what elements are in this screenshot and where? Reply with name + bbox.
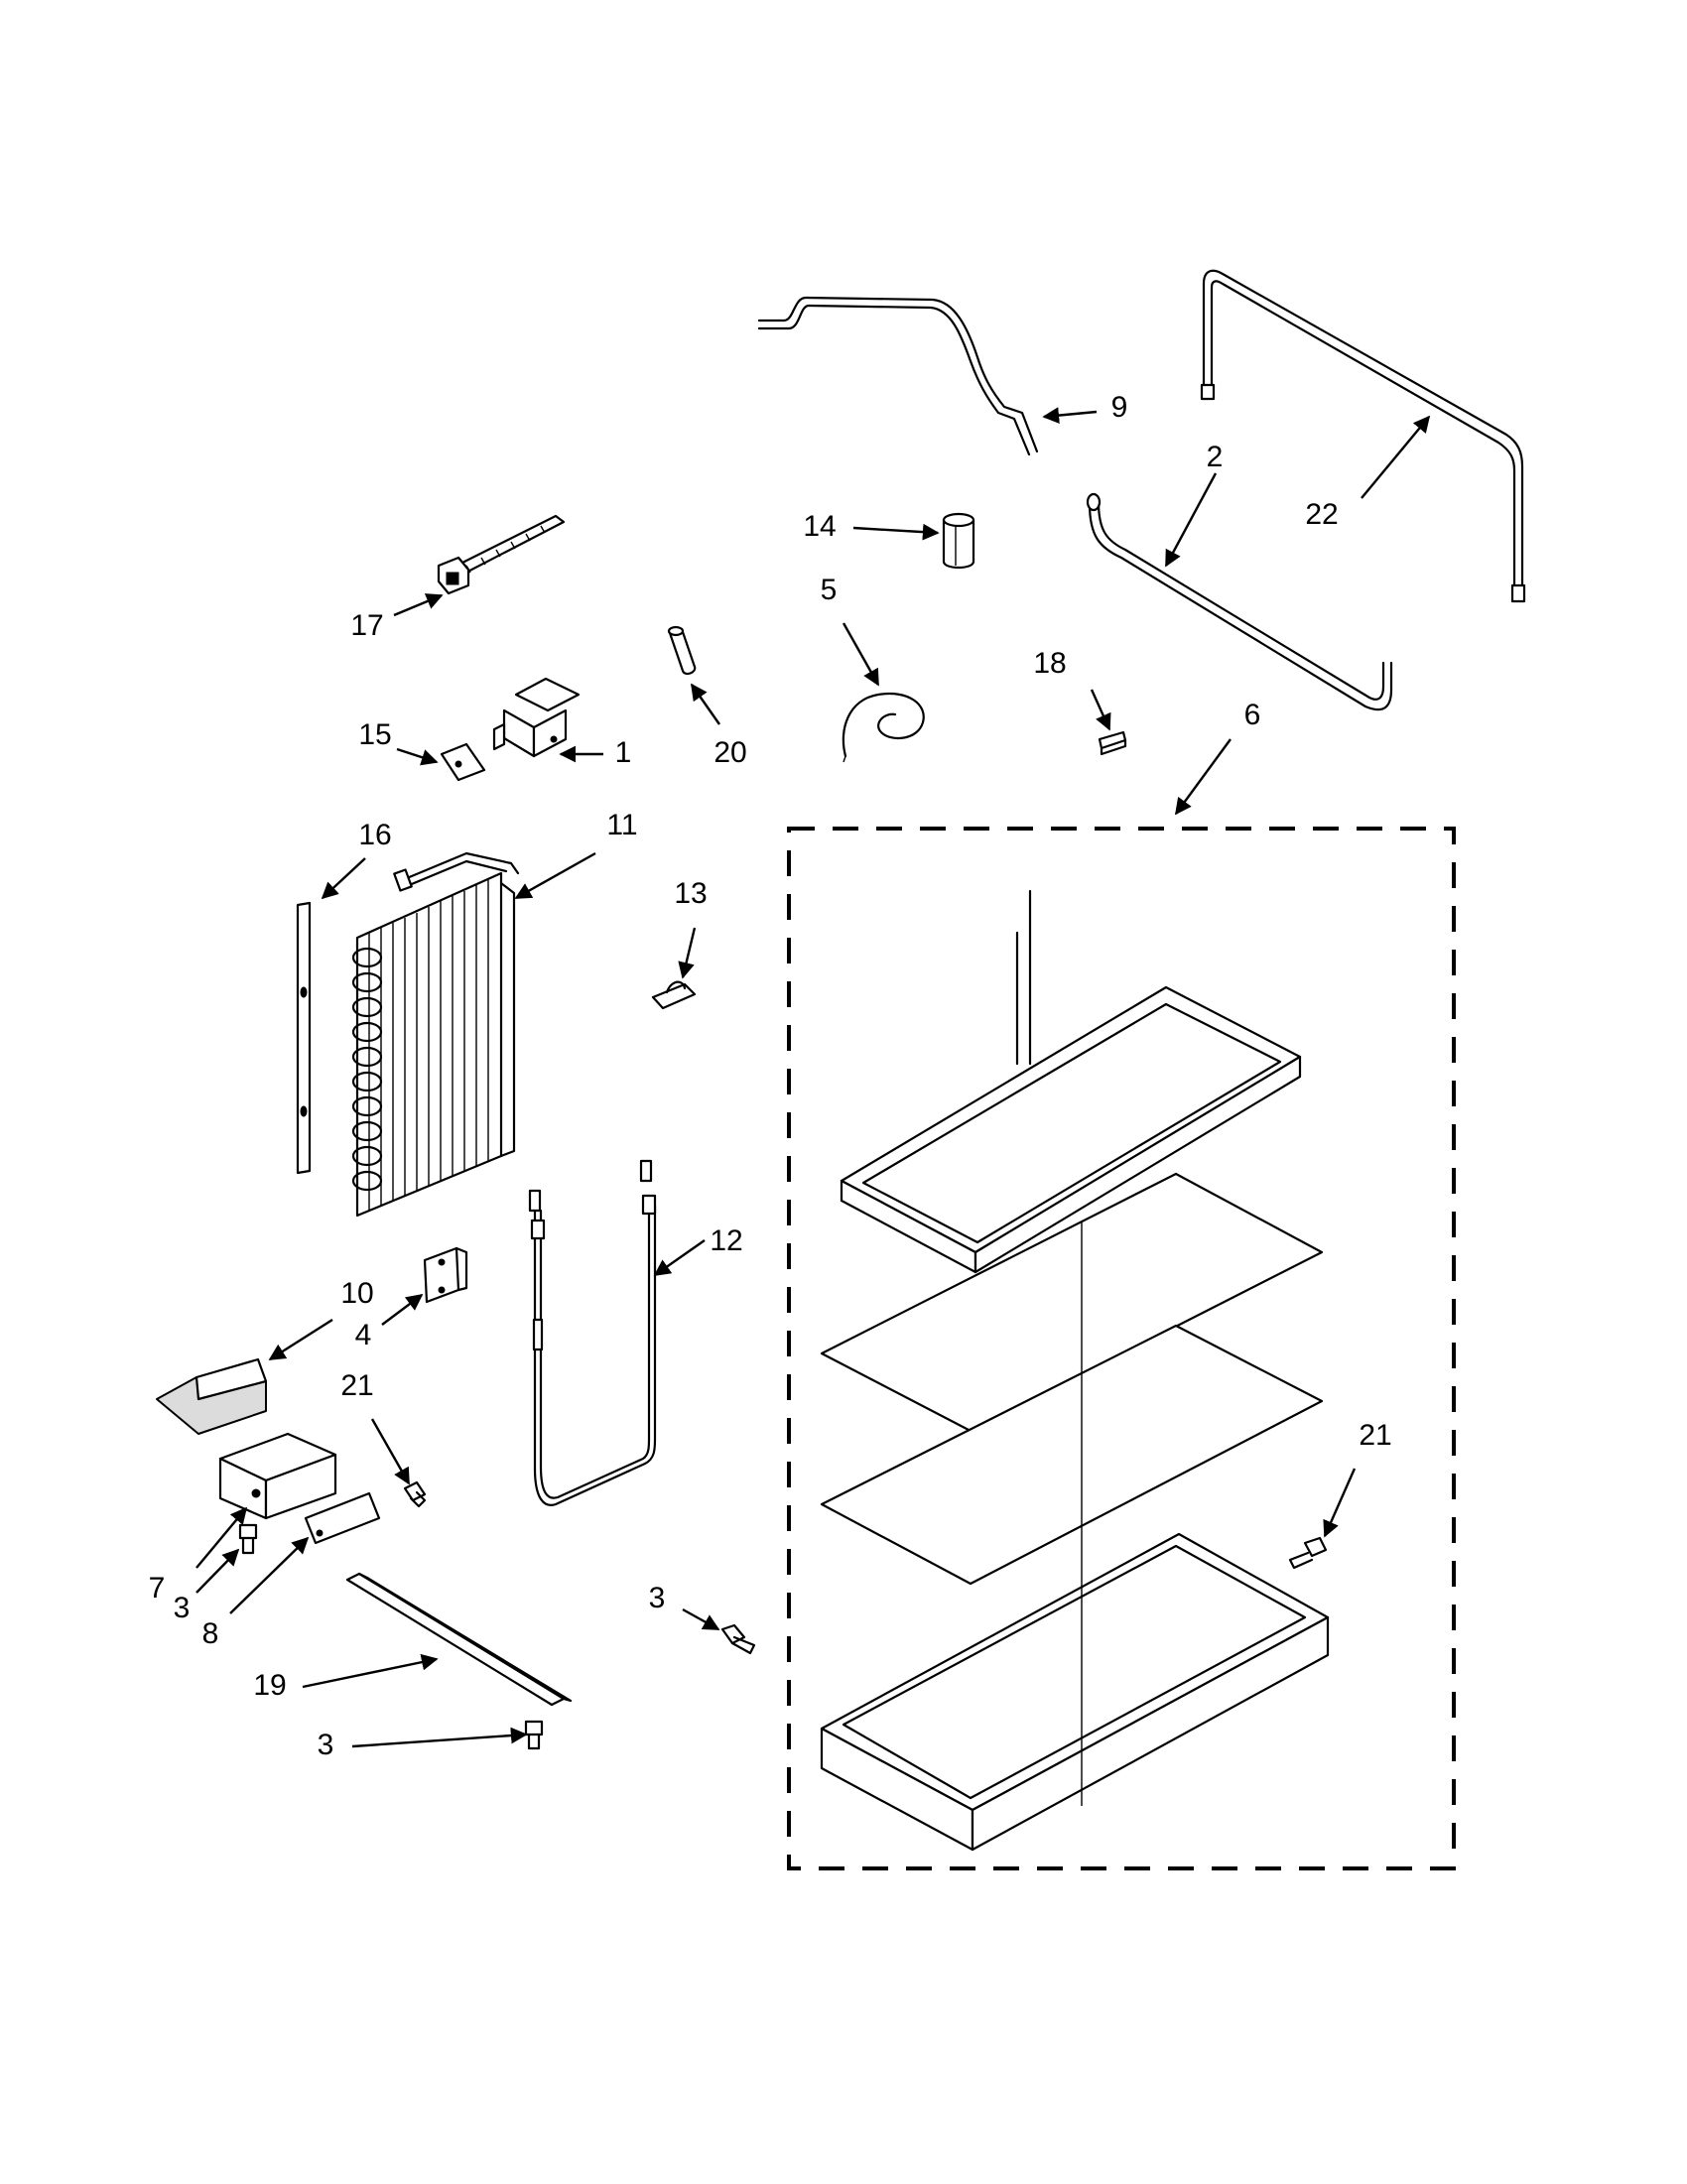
part-21-screw-b: [1288, 1536, 1328, 1570]
part-16-strap: [296, 901, 312, 1175]
callout-5: 5: [821, 574, 838, 606]
part-20-cylinder: [667, 625, 697, 676]
callout-21b: 21: [1359, 1419, 1391, 1452]
callout-8: 8: [202, 1617, 219, 1650]
part-17-cable-tie: [437, 514, 566, 595]
callout-21a: 21: [340, 1369, 373, 1402]
callout-9: 9: [1111, 391, 1128, 424]
part-9-tube: [757, 296, 1039, 456]
callout-3a: 3: [174, 1592, 191, 1624]
part-18-clip: [1098, 730, 1127, 756]
part-3-screw-a: [238, 1523, 258, 1555]
callout-13: 13: [674, 877, 707, 910]
part-8-plate: [304, 1491, 381, 1545]
part-3-screw-c: [720, 1623, 756, 1655]
callout-11: 11: [606, 809, 637, 841]
callout-2: 2: [1207, 441, 1224, 473]
part-22-tube: [1200, 269, 1526, 603]
leader-lines: [195, 407, 1431, 1748]
callout-4: 4: [355, 1319, 372, 1351]
callout-18: 18: [1033, 647, 1066, 680]
part-19-rail: [345, 1572, 573, 1707]
callout-12: 12: [710, 1224, 742, 1257]
callout-labels: 9 2 22 14 17 5 18 20 6 1 15 16 11 13 12 …: [149, 391, 1392, 1761]
callout-15: 15: [358, 718, 391, 751]
part-7-housing: [218, 1432, 337, 1520]
callout-3c: 3: [318, 1729, 334, 1761]
part-13-clip: [651, 980, 697, 1010]
part-12-sensor-wire: [528, 1159, 657, 1506]
part-10-cover: [156, 1357, 268, 1435]
part-6-assembly: [787, 827, 1456, 1870]
callout-16: 16: [358, 819, 391, 851]
part-2-tube: [1086, 492, 1393, 711]
part-15-plate: [440, 742, 486, 782]
part-21-screw-a: [403, 1480, 427, 1508]
part-5-wire: [842, 692, 925, 763]
part-1-bracket: [492, 677, 581, 758]
callout-20: 20: [714, 736, 746, 769]
part-11-evaporator: [351, 851, 520, 1218]
callout-3b: 3: [649, 1582, 666, 1614]
part-14-cylinder: [942, 512, 975, 570]
callout-22: 22: [1305, 498, 1338, 531]
callout-10: 10: [340, 1277, 373, 1310]
part-3-screw-b: [524, 1720, 544, 1750]
callout-14: 14: [803, 510, 836, 543]
callout-19: 19: [253, 1669, 286, 1702]
callout-6: 6: [1244, 699, 1261, 731]
callout-1: 1: [615, 736, 632, 769]
callout-7: 7: [149, 1572, 166, 1605]
part-4-bracket: [423, 1246, 468, 1304]
callout-17: 17: [350, 609, 383, 642]
